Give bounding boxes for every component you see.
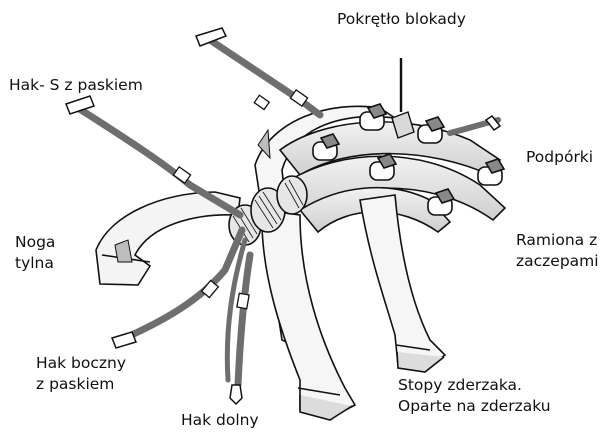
label-s-hook: Hak- S z paskiem [9, 75, 143, 96]
locking-knob [392, 58, 414, 138]
s-hook [66, 96, 94, 114]
label-bottom-hook: Hak dolny [181, 410, 259, 431]
label-side-hook: Hak boczny z paskiem [36, 353, 126, 395]
label-rear-leg-line1: Noga [15, 232, 55, 253]
label-bumper-feet: Stopy zderzaka. Oparte na zderzaku [398, 375, 551, 417]
label-arms-with-clips: Ramiona z zaczepami [516, 230, 599, 272]
s-hook-strap [78, 108, 240, 215]
label-rear-leg: Noga tylna [15, 232, 55, 274]
label-bumper-feet-line2: Oparte na zderzaku [398, 396, 551, 417]
side-strap [125, 230, 242, 338]
bottom-hook [230, 385, 242, 404]
label-rear-leg-line2: tylna [15, 253, 55, 274]
label-arms-line2: zaczepami [516, 251, 599, 272]
label-arms-line1: Ramiona z [516, 230, 599, 251]
label-side-hook-line2: z paskiem [36, 374, 126, 395]
label-supports: Podpórki [526, 147, 593, 168]
label-bumper-feet-line1: Stopy zderzaka. [398, 375, 551, 396]
label-locking-knob: Pokrętło blokady [337, 9, 466, 30]
side-hook [112, 332, 136, 348]
label-side-hook-line1: Hak boczny [36, 353, 126, 374]
bottom-strap-a [238, 255, 250, 385]
